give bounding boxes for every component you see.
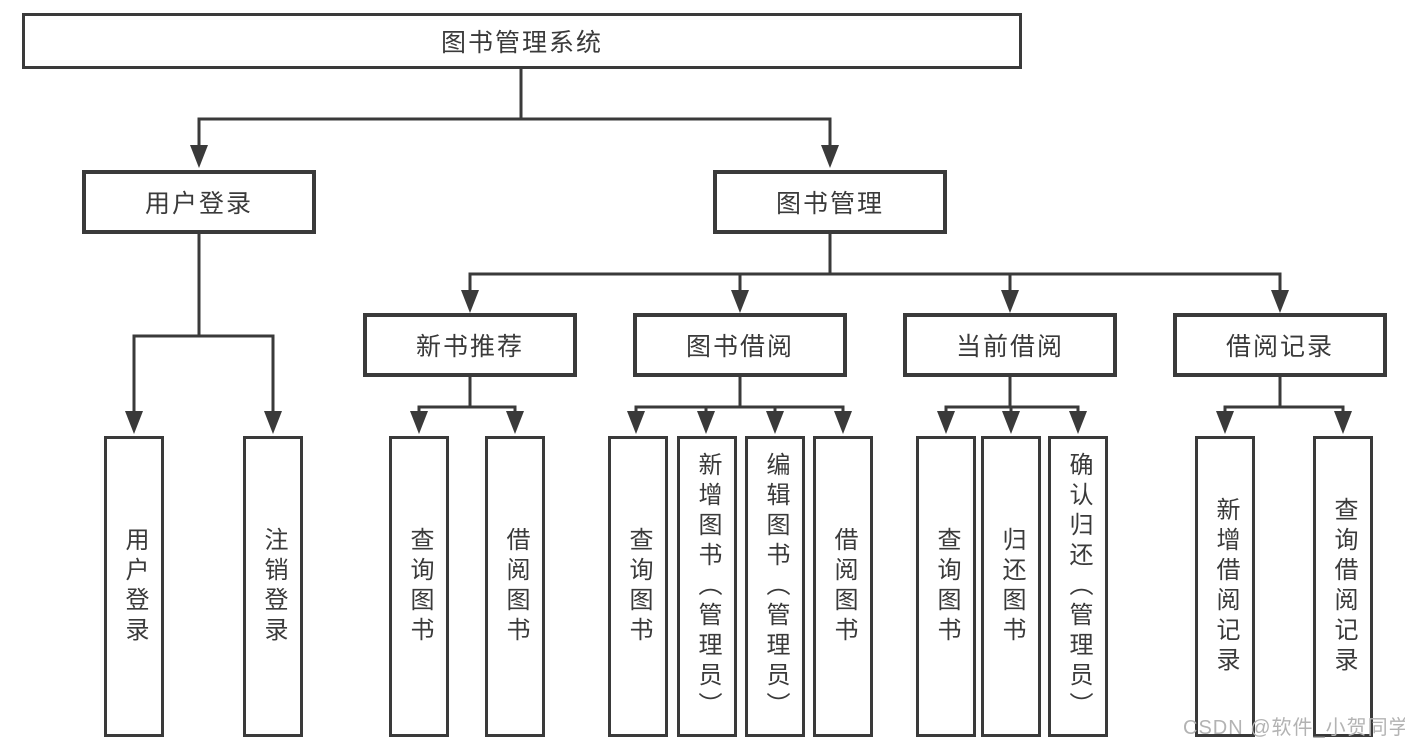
arrow-down-icon <box>697 411 715 434</box>
leaf-add-books-admin: 新增图书（管理员） <box>677 436 737 737</box>
connector-book-management-children <box>461 232 1289 313</box>
leaf-logout-login: 注销登录 <box>243 436 303 737</box>
node-borrowing-records: 借阅记录 <box>1173 313 1387 377</box>
arrow-down-icon <box>506 411 524 434</box>
leaf-query-books-current: 查询图书 <box>916 436 976 737</box>
node-book-borrowing: 图书借阅 <box>633 313 847 377</box>
arrow-down-icon <box>1216 411 1234 434</box>
arrow-down-icon <box>1334 411 1352 434</box>
connector-new-book-recommendation-children <box>410 375 524 434</box>
node-new-book-recommendation: 新书推荐 <box>363 313 577 377</box>
leaf-query-books-recommend: 查询图书 <box>389 436 449 737</box>
node-current-borrowing: 当前借阅 <box>903 313 1117 377</box>
arrow-down-icon <box>410 411 428 434</box>
arrow-down-icon <box>1001 290 1019 313</box>
connector-book-borrowing-children <box>627 375 852 434</box>
connector-user-login-children <box>125 232 282 434</box>
node-root-library-management-system: 图书管理系统 <box>22 13 1022 69</box>
leaf-query-borrow-record: 查询借阅记录 <box>1313 436 1373 737</box>
connector-current-borrowing-children <box>937 375 1087 434</box>
node-user-login: 用户登录 <box>82 170 316 234</box>
leaf-borrow-books-borrowing: 借阅图书 <box>813 436 873 737</box>
leaf-confirm-return-admin: 确认归还（管理员） <box>1048 436 1108 737</box>
arrow-down-icon <box>1069 411 1087 434</box>
arrow-down-icon <box>834 411 852 434</box>
node-book-management: 图书管理 <box>713 170 947 234</box>
arrow-down-icon <box>461 290 479 313</box>
leaf-add-borrow-record: 新增借阅记录 <box>1195 436 1255 737</box>
arrow-down-icon <box>190 145 208 168</box>
leaf-edit-books-admin: 编辑图书（管理员） <box>745 436 805 737</box>
arrow-down-icon <box>125 411 143 434</box>
arrow-down-icon <box>937 411 955 434</box>
arrow-down-icon <box>1002 411 1020 434</box>
arrow-down-icon <box>264 411 282 434</box>
leaf-return-books: 归还图书 <box>981 436 1041 737</box>
arrow-down-icon <box>821 145 839 168</box>
leaf-borrow-books-recommend: 借阅图书 <box>485 436 545 737</box>
arrow-down-icon <box>731 290 749 313</box>
leaf-query-books-borrowing: 查询图书 <box>608 436 668 737</box>
connector-root-to-level2 <box>190 67 839 168</box>
arrow-down-icon <box>1271 290 1289 313</box>
arrow-down-icon <box>766 411 784 434</box>
connector-borrowing-records-children <box>1216 375 1352 434</box>
csdn-watermark: CSDN @软件_小贺同学 <box>1183 717 1405 739</box>
arrow-down-icon <box>627 411 645 434</box>
leaf-user-login: 用户登录 <box>104 436 164 737</box>
